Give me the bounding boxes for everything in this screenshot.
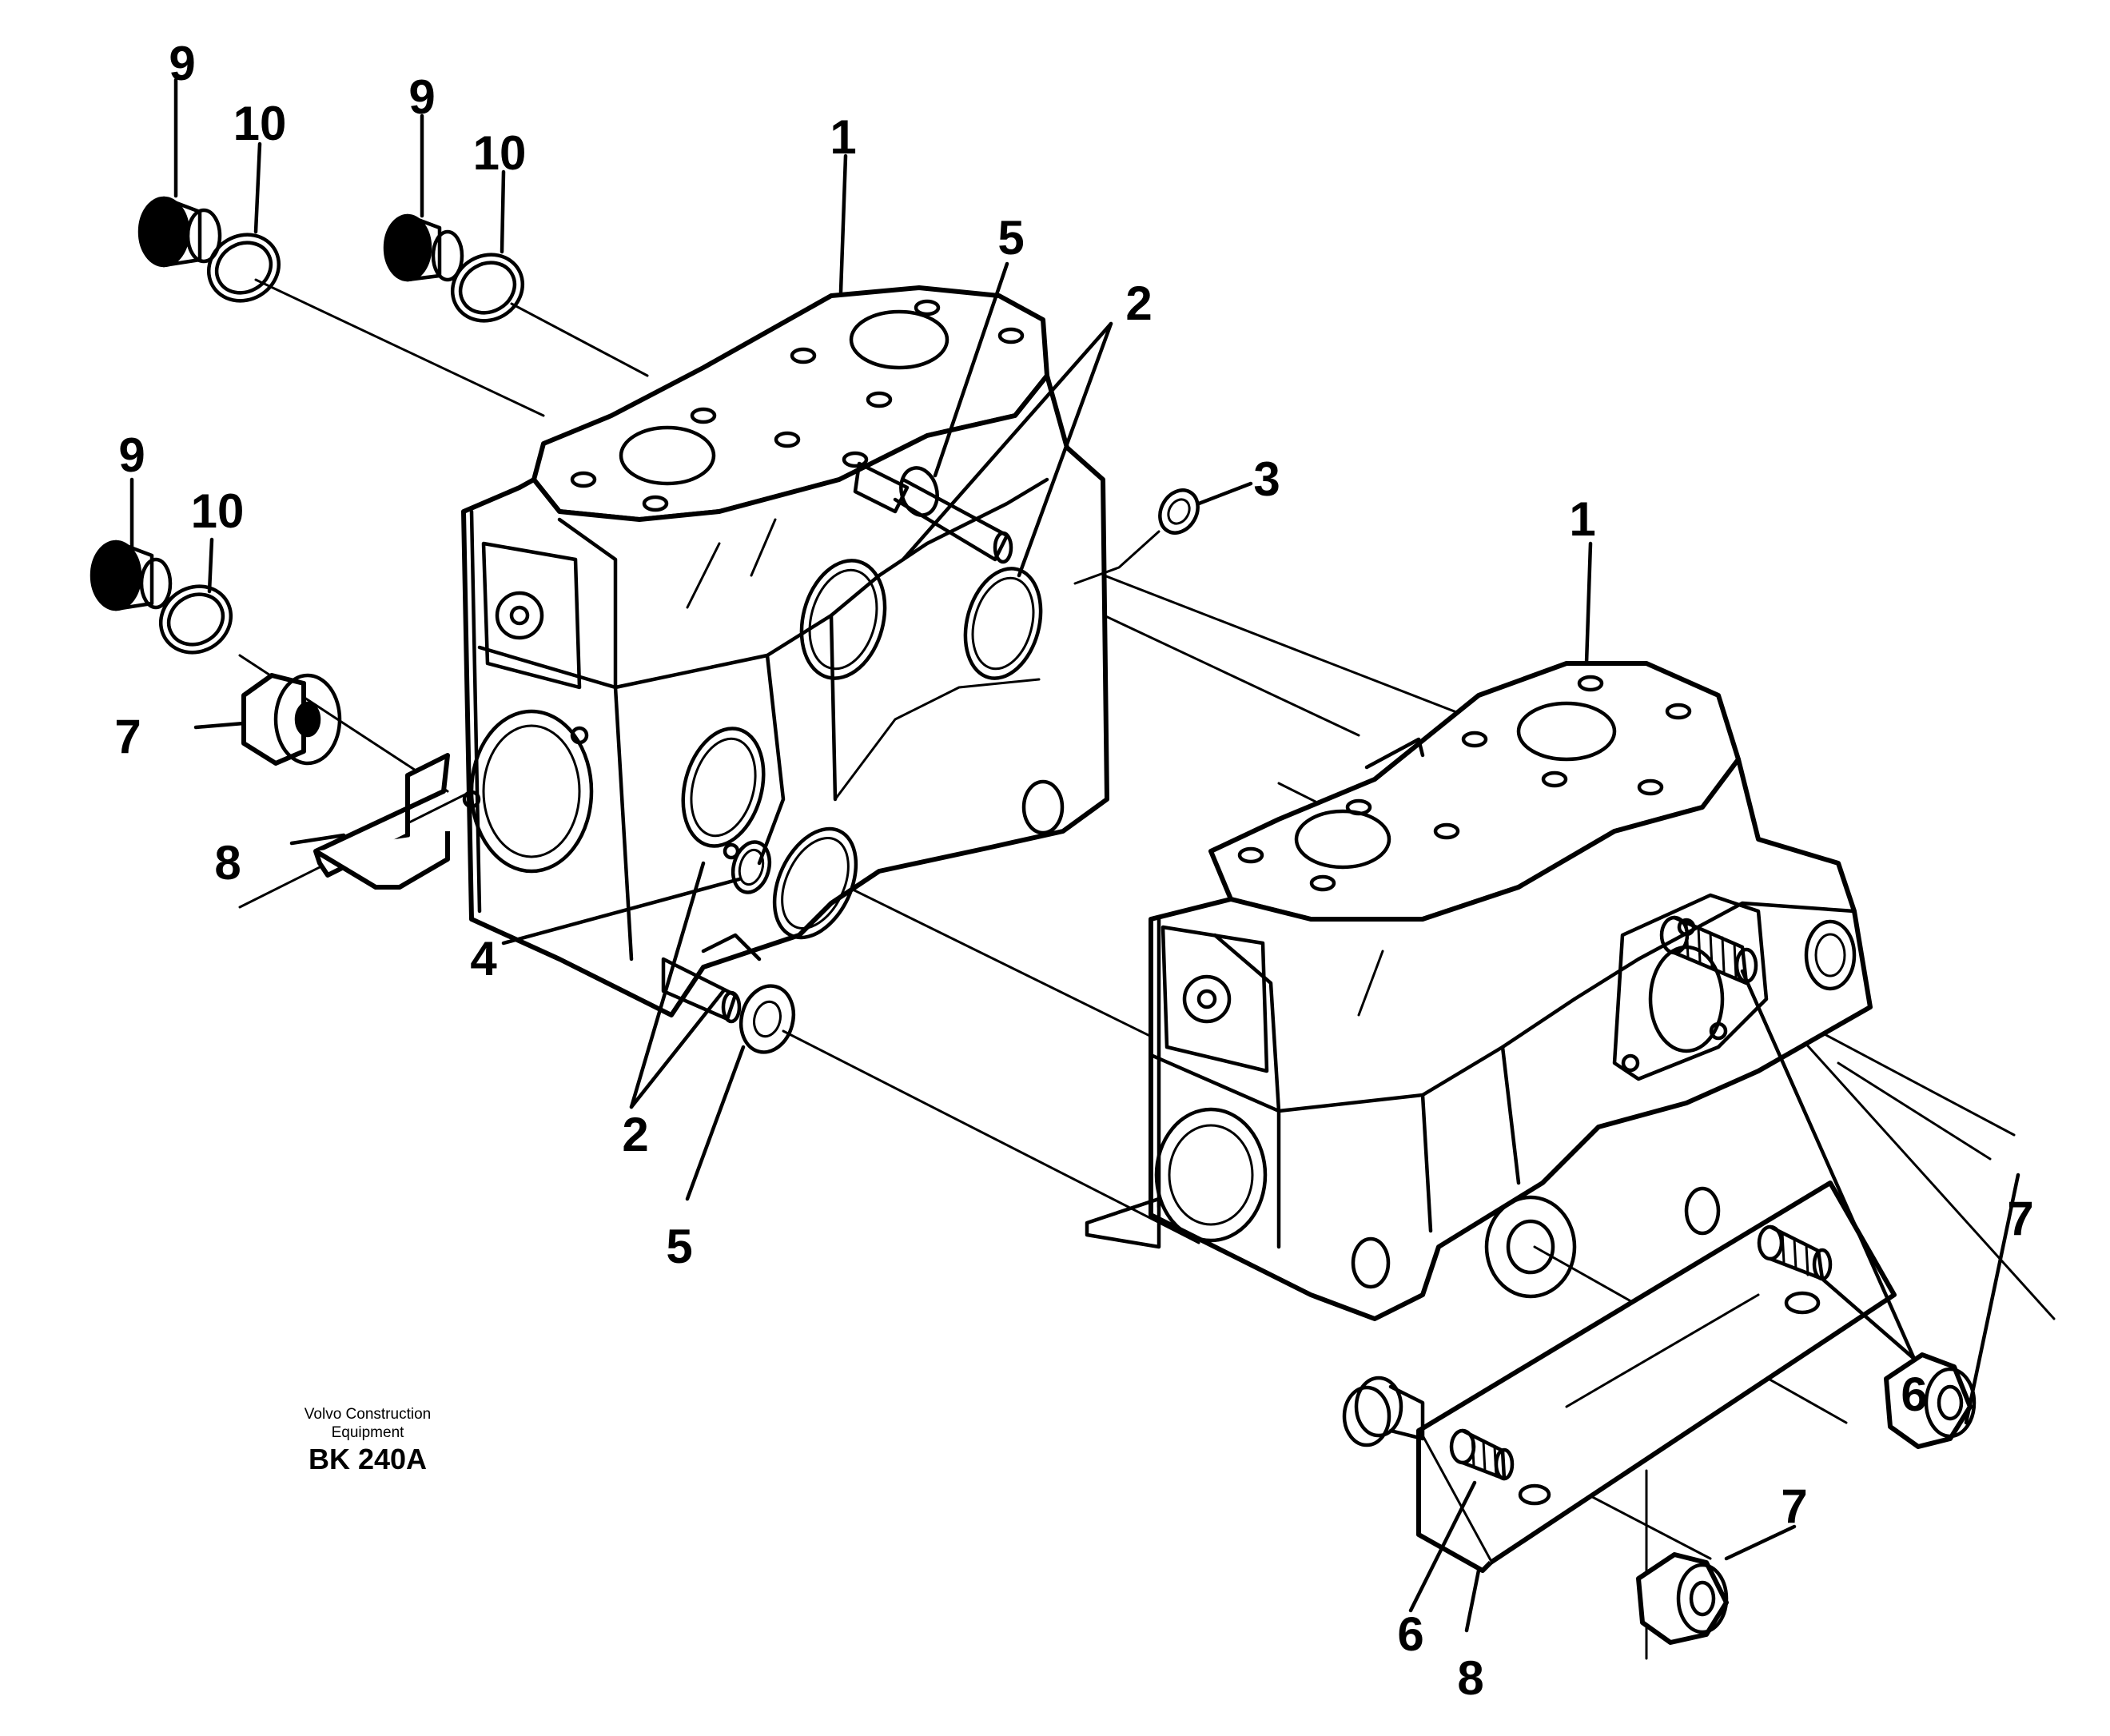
callout-9-lower-left: 9 [118, 428, 145, 482]
plug-with-ring-upper-middle [383, 213, 525, 323]
o-ring-lower-b [772, 826, 858, 940]
callout-5-upper: 5 [997, 211, 1024, 265]
plug-with-ring-upper-left [137, 196, 281, 303]
nut-left [241, 673, 342, 766]
callout-2-lower: 2 [622, 1108, 648, 1161]
o-ring-lower-a [681, 727, 766, 848]
publisher-credit: Volvo Construction Equipment BK 240A [305, 1406, 431, 1475]
callout-1-right-block: 1 [1569, 492, 1595, 546]
stud-bottom-left [1354, 1376, 1425, 1441]
bracket-left [313, 753, 450, 890]
valve-block-right [1149, 661, 1873, 1447]
callout-7-right-lower: 7 [1781, 1479, 1807, 1533]
callout-9-upper-middle: 9 [408, 70, 435, 124]
pin-lower [661, 933, 762, 1024]
credit-line-2: Equipment [332, 1424, 405, 1441]
callout-7-left: 7 [114, 710, 141, 763]
pin-with-washer-upper [853, 461, 1013, 564]
callout-1-left-block: 1 [830, 110, 856, 164]
washer-lower [738, 984, 796, 1054]
credit-line-1: Volvo Construction [305, 1406, 431, 1423]
callout-10-lower-left: 10 [191, 484, 245, 538]
small-washer-3 [1158, 488, 1200, 535]
nut-right-upper [1884, 1352, 1977, 1449]
valve-block-left [461, 285, 1109, 1017]
bolt-holes [1237, 675, 1692, 892]
callout-10-upper-left: 10 [233, 97, 287, 150]
callout-7-right-upper: 7 [2007, 1192, 2033, 1245]
bolt-holes [570, 299, 1025, 512]
nut-right-lower [1636, 1552, 1729, 1645]
callout-5-lower: 5 [666, 1220, 692, 1273]
callout-8-left: 8 [214, 836, 241, 890]
callout-leaders [129, 78, 2020, 1633]
drawing-code: BK 240A [309, 1443, 427, 1475]
callout-6-lower: 6 [1397, 1607, 1423, 1661]
small-o-ring [723, 840, 772, 894]
callout-10-upper-middle: 10 [473, 126, 527, 180]
callout-labels: 9 10 9 10 9 10 1 5 2 3 1 7 8 4 2 5 7 6 7… [114, 37, 2033, 1705]
plug-with-ring-lower-left [90, 540, 233, 655]
callout-3: 3 [1253, 452, 1280, 506]
callout-4: 4 [470, 932, 497, 985]
callout-8-lower: 8 [1457, 1651, 1483, 1705]
o-ring-upper-b [963, 567, 1043, 680]
o-ring-upper-a [799, 559, 887, 680]
bracket-right [1416, 1181, 1897, 1573]
stud-lower [1449, 1428, 1515, 1481]
callout-2-upper: 2 [1125, 277, 1152, 330]
callout-9-upper-left: 9 [169, 37, 195, 90]
callout-6-right: 6 [1901, 1368, 1927, 1421]
